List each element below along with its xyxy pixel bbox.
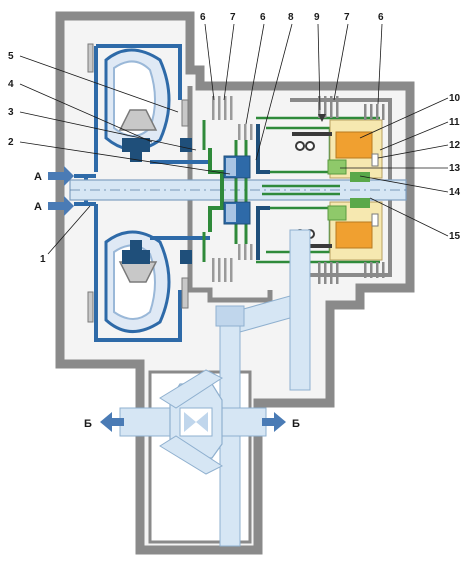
callout-3: 3 (8, 107, 14, 118)
output-arrow-right (262, 412, 286, 432)
callout-top-6b: 6 (260, 12, 266, 23)
callout-15: 15 (449, 231, 461, 242)
callout-2: 2 (8, 137, 14, 148)
input-label-lower: А (34, 201, 42, 213)
central-clutch-pack (202, 96, 270, 282)
callout-10: 10 (449, 93, 461, 104)
callout-14: 14 (449, 187, 461, 198)
callout-5: 5 (8, 51, 14, 62)
output-label-left: Б (84, 418, 92, 430)
callout-1: 1 (40, 254, 46, 265)
output-label-right: Б (292, 418, 300, 430)
callout-top-9: 9 (314, 12, 320, 23)
callout-11: 11 (449, 117, 460, 128)
input-label-upper: А (34, 171, 42, 183)
output-arrow-left (100, 412, 124, 432)
callout-top-8: 8 (288, 12, 294, 23)
callout-top-7a: 7 (230, 12, 236, 23)
callout-top-6a: 6 (200, 12, 206, 23)
input-arrow-upper (48, 166, 74, 186)
callout-top-7b: 7 (344, 12, 350, 23)
callout-12: 12 (449, 140, 461, 151)
callout-leaders (19, 23, 449, 255)
callout-top-6c: 6 (378, 12, 384, 23)
torque-converter (87, 43, 192, 342)
callout-13: 13 (449, 163, 461, 174)
input-arrow-lower (48, 196, 74, 216)
output-gear-train (119, 229, 311, 547)
callout-4: 4 (8, 79, 14, 90)
